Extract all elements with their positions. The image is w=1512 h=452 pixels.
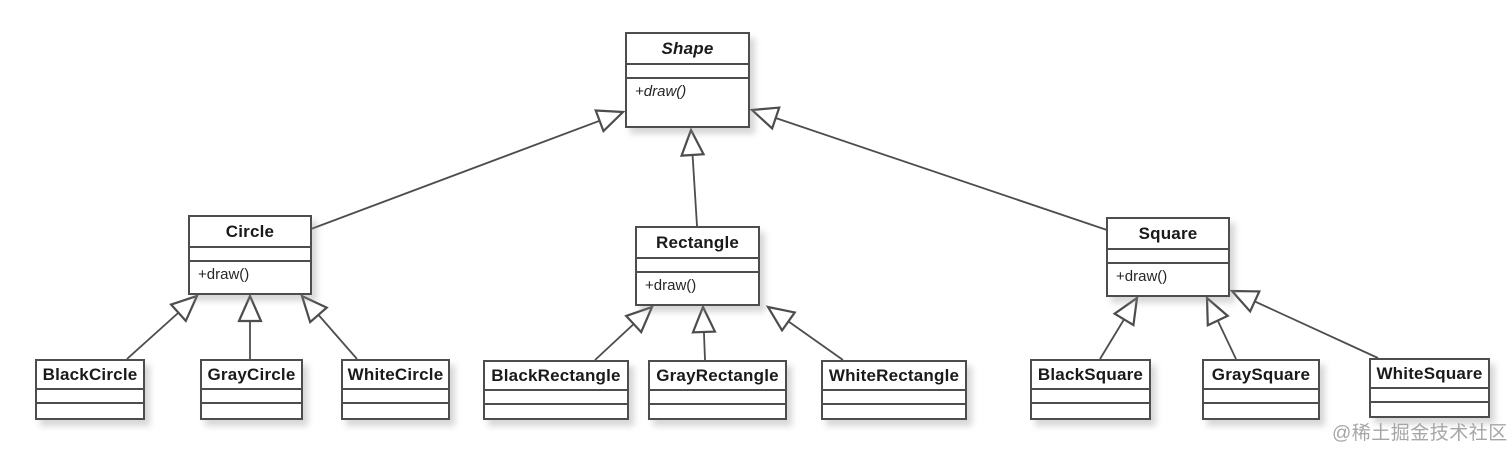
class-name-circle: Circle — [190, 217, 310, 248]
class-attrs-square — [1108, 250, 1228, 264]
class-name-graycircle: GrayCircle — [202, 361, 301, 390]
class-name-square: Square — [1108, 219, 1228, 250]
class-methods-graysquare — [1204, 404, 1318, 418]
class-box-grayrectangle: GrayRectangle — [648, 360, 787, 420]
class-box-whitesquare: WhiteSquare — [1369, 358, 1490, 418]
class-attrs-whitesquare — [1371, 389, 1488, 403]
class-box-whiterectangle: WhiteRectangle — [821, 360, 967, 420]
edge-graysquare-to-square — [1205, 295, 1237, 360]
class-attrs-whitecircle — [343, 390, 448, 404]
class-name-grayrectangle: GrayRectangle — [650, 362, 785, 391]
class-box-whitecircle: WhiteCircle — [341, 359, 450, 420]
edge-square-to-shape — [749, 106, 1108, 231]
class-attrs-rectangle — [637, 259, 758, 273]
class-method-circle: +draw() — [198, 266, 250, 283]
watermark: @稀土掘金技术社区 — [1332, 423, 1508, 444]
class-methods-blacksquare — [1032, 404, 1149, 418]
class-methods-whitecircle — [343, 404, 448, 418]
class-name-whitesquare: WhiteSquare — [1371, 360, 1488, 389]
class-methods-blackrectangle — [485, 405, 627, 418]
class-attrs-grayrectangle — [650, 391, 785, 405]
edge-circle-to-shape — [310, 109, 626, 230]
class-name-blacksquare: BlackSquare — [1032, 361, 1149, 390]
class-box-shape: Shape +draw() — [625, 32, 750, 128]
class-name-blackcircle: BlackCircle — [37, 361, 143, 390]
class-method-rectangle: +draw() — [645, 277, 697, 294]
class-methods-blackcircle — [37, 404, 143, 418]
class-method-shape: +draw() — [635, 83, 687, 100]
edge-grayrectangle-to-rectangle — [691, 304, 717, 361]
edge-whitesquare-to-square — [1229, 289, 1379, 359]
class-method-square: +draw() — [1116, 268, 1168, 285]
class-box-blackcircle: BlackCircle — [35, 359, 145, 420]
class-attrs-blacksquare — [1032, 390, 1149, 404]
edge-blacksquare-to-square — [1099, 295, 1139, 360]
class-box-circle: Circle +draw() — [188, 215, 312, 295]
class-attrs-circle — [190, 248, 310, 262]
class-box-blackrectangle: BlackRectangle — [483, 360, 629, 420]
edge-rectangle-to-shape — [679, 127, 706, 227]
class-attrs-graycircle — [202, 390, 301, 404]
edge-blackrectangle-to-rectangle — [594, 305, 655, 361]
class-methods-grayrectangle — [650, 405, 785, 418]
class-box-rectangle: Rectangle +draw() — [635, 226, 760, 306]
class-methods-whiterectangle — [823, 405, 965, 418]
edge-whitecircle-to-circle — [300, 293, 358, 360]
class-name-graysquare: GraySquare — [1204, 361, 1318, 390]
class-name-blackrectangle: BlackRectangle — [485, 362, 627, 391]
class-attrs-blackcircle — [37, 390, 143, 404]
class-name-rectangle: Rectangle — [637, 228, 758, 259]
class-attrs-shape — [627, 65, 748, 79]
class-attrs-blackrectangle — [485, 391, 627, 405]
edge-blackcircle-to-circle — [126, 294, 200, 360]
class-name-whitecircle: WhiteCircle — [343, 361, 448, 390]
class-attrs-whiterectangle — [823, 391, 965, 405]
class-box-graysquare: GraySquare — [1202, 359, 1320, 420]
class-methods-whitesquare — [1371, 403, 1488, 416]
edge-whiterectangle-to-rectangle — [765, 305, 844, 361]
class-name-whiterectangle: WhiteRectangle — [823, 362, 965, 391]
class-attrs-graysquare — [1204, 390, 1318, 404]
class-name-shape: Shape — [627, 34, 748, 65]
class-box-blacksquare: BlackSquare — [1030, 359, 1151, 420]
class-methods-graycircle — [202, 404, 301, 418]
class-box-graycircle: GrayCircle — [200, 359, 303, 420]
class-box-square: Square +draw() — [1106, 217, 1230, 297]
